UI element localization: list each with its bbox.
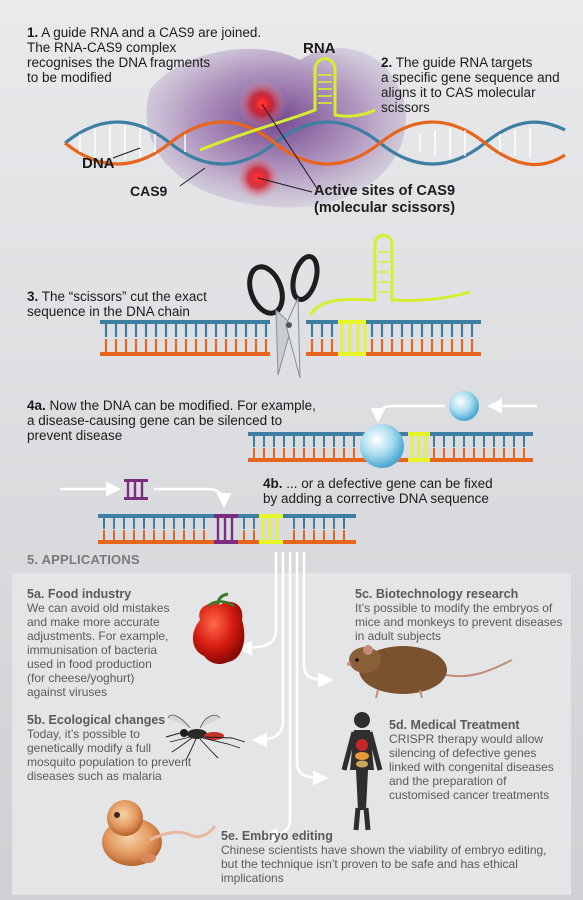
- cas9-complex: [146, 48, 407, 208]
- guide-rna-strand: [199, 57, 376, 152]
- mouse-icon: [347, 645, 513, 699]
- step-2-text: 2. The guide RNA targets a specific gene…: [381, 55, 560, 115]
- rna-label: RNA: [303, 40, 336, 57]
- active-sites-label: Active sites of CAS9 (molecular scissors…: [314, 183, 456, 216]
- app-5d: 5d. Medical Treatment CRISPR therapy wou…: [389, 718, 554, 802]
- corrective-sequence: [60, 479, 232, 508]
- dna-label: DNA: [82, 155, 115, 172]
- scissors-icon: [247, 254, 320, 379]
- mosquito-icon: [165, 714, 246, 761]
- application-arrows: [237, 552, 333, 844]
- human-body-icon: [341, 712, 383, 831]
- step-4a-text: 4a. Now the DNA can be modified. For exa…: [27, 398, 316, 443]
- app-5a: 5a. Food industry We can avoid old mista…: [27, 587, 170, 699]
- guide-rna-loop: [308, 233, 471, 316]
- dna-strand-corrective: [98, 514, 356, 544]
- bell-pepper-icon: [192, 592, 245, 664]
- app-5b: 5b. Ecological changes Today, it’s possi…: [27, 713, 192, 783]
- step-3-text: 3. The “scissors” cut the exact sequence…: [27, 289, 207, 319]
- applications-title: 5. APPLICATIONS: [27, 552, 140, 567]
- silencing-molecules: [360, 391, 537, 468]
- cas9-label: CAS9: [130, 183, 168, 199]
- dna-strand-cut-right: [306, 320, 481, 356]
- step-4b-text: 4b. ... or a defective gene can be fixed…: [263, 476, 493, 506]
- embryo-icon: [102, 800, 217, 866]
- dna-strand-cut-left: [100, 320, 270, 356]
- dna-double-helix: [64, 120, 566, 167]
- step-1-text: 1. A guide RNA and a CAS9 are joined. Th…: [27, 25, 262, 85]
- app-5c: 5c. Biotechnology research It’s possible…: [355, 587, 563, 643]
- active-sites: [112, 80, 319, 200]
- app-5e: 5e. Embryo editing Chinese scientists ha…: [221, 829, 547, 885]
